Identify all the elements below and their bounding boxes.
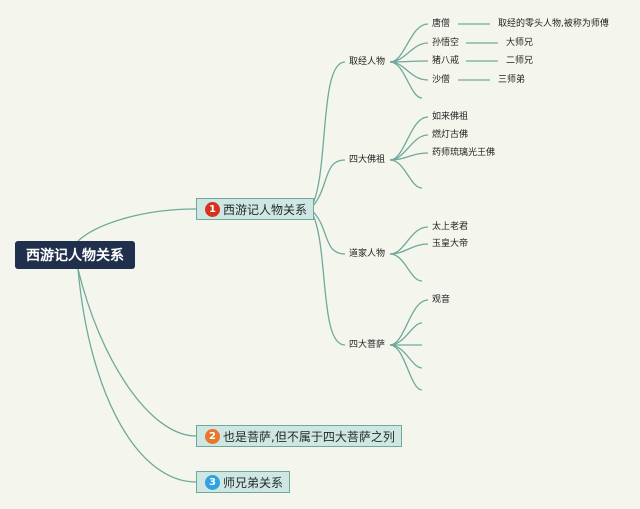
group-node-1[interactable]: 取经人物 xyxy=(349,57,386,67)
group-node-2[interactable]: 四大佛祖 xyxy=(349,155,386,165)
leaf-node[interactable]: 药师琉璃光王佛 xyxy=(432,148,496,158)
number-badge-2: 2 xyxy=(205,428,220,444)
link-branch1-group2 xyxy=(309,159,346,210)
leaf-node[interactable]: 燃灯古佛 xyxy=(432,130,469,140)
leaf-node[interactable]: 玉皇大帝 xyxy=(432,239,469,249)
note-node[interactable]: 二师兄 xyxy=(506,56,534,66)
note-node[interactable]: 取经的零头人物,被称为师傅 xyxy=(498,19,609,29)
leaf-node[interactable]: 太上老君 xyxy=(432,222,469,232)
link-branch1-group1 xyxy=(309,61,346,210)
root-node[interactable]: 西游记人物关系 xyxy=(15,241,135,269)
branch-node-2[interactable]: 2 也是菩萨,但不属于四大菩萨之列 xyxy=(196,425,402,447)
branch-node-1[interactable]: 1 西游记人物关系 xyxy=(196,198,315,220)
link-root-branch2 xyxy=(77,268,197,437)
branch-node-3[interactable]: 3 师兄弟关系 xyxy=(196,471,291,493)
branch-label-3: 师兄弟关系 xyxy=(223,475,284,490)
leaf-node[interactable]: 沙僧 xyxy=(432,75,451,85)
leaf-node[interactable]: 观音 xyxy=(432,295,451,305)
leaf-node[interactable]: 孙悟空 xyxy=(432,38,460,48)
group-node-3[interactable]: 道家人物 xyxy=(349,249,386,259)
number-badge-1: 1 xyxy=(205,201,220,217)
link-branch1-group4 xyxy=(309,208,346,346)
root-title: 西游记人物关系 xyxy=(26,248,124,264)
number-badge-3: 3 xyxy=(205,474,220,490)
leaf-node[interactable]: 唐僧 xyxy=(432,19,451,29)
note-node[interactable]: 大师兄 xyxy=(506,38,534,48)
link-root-branch3 xyxy=(77,268,197,483)
note-node[interactable]: 三师弟 xyxy=(498,75,526,85)
link-branch1-group3 xyxy=(309,208,346,255)
branch-label-1: 西游记人物关系 xyxy=(223,202,308,217)
leaf-node[interactable]: 如来佛祖 xyxy=(432,112,469,122)
group-node-4[interactable]: 四大菩萨 xyxy=(349,340,386,350)
link-root-branch1 xyxy=(77,208,197,242)
leaf-node[interactable]: 猪八戒 xyxy=(432,56,460,66)
branch-label-2: 也是菩萨,但不属于四大菩萨之列 xyxy=(223,429,395,444)
